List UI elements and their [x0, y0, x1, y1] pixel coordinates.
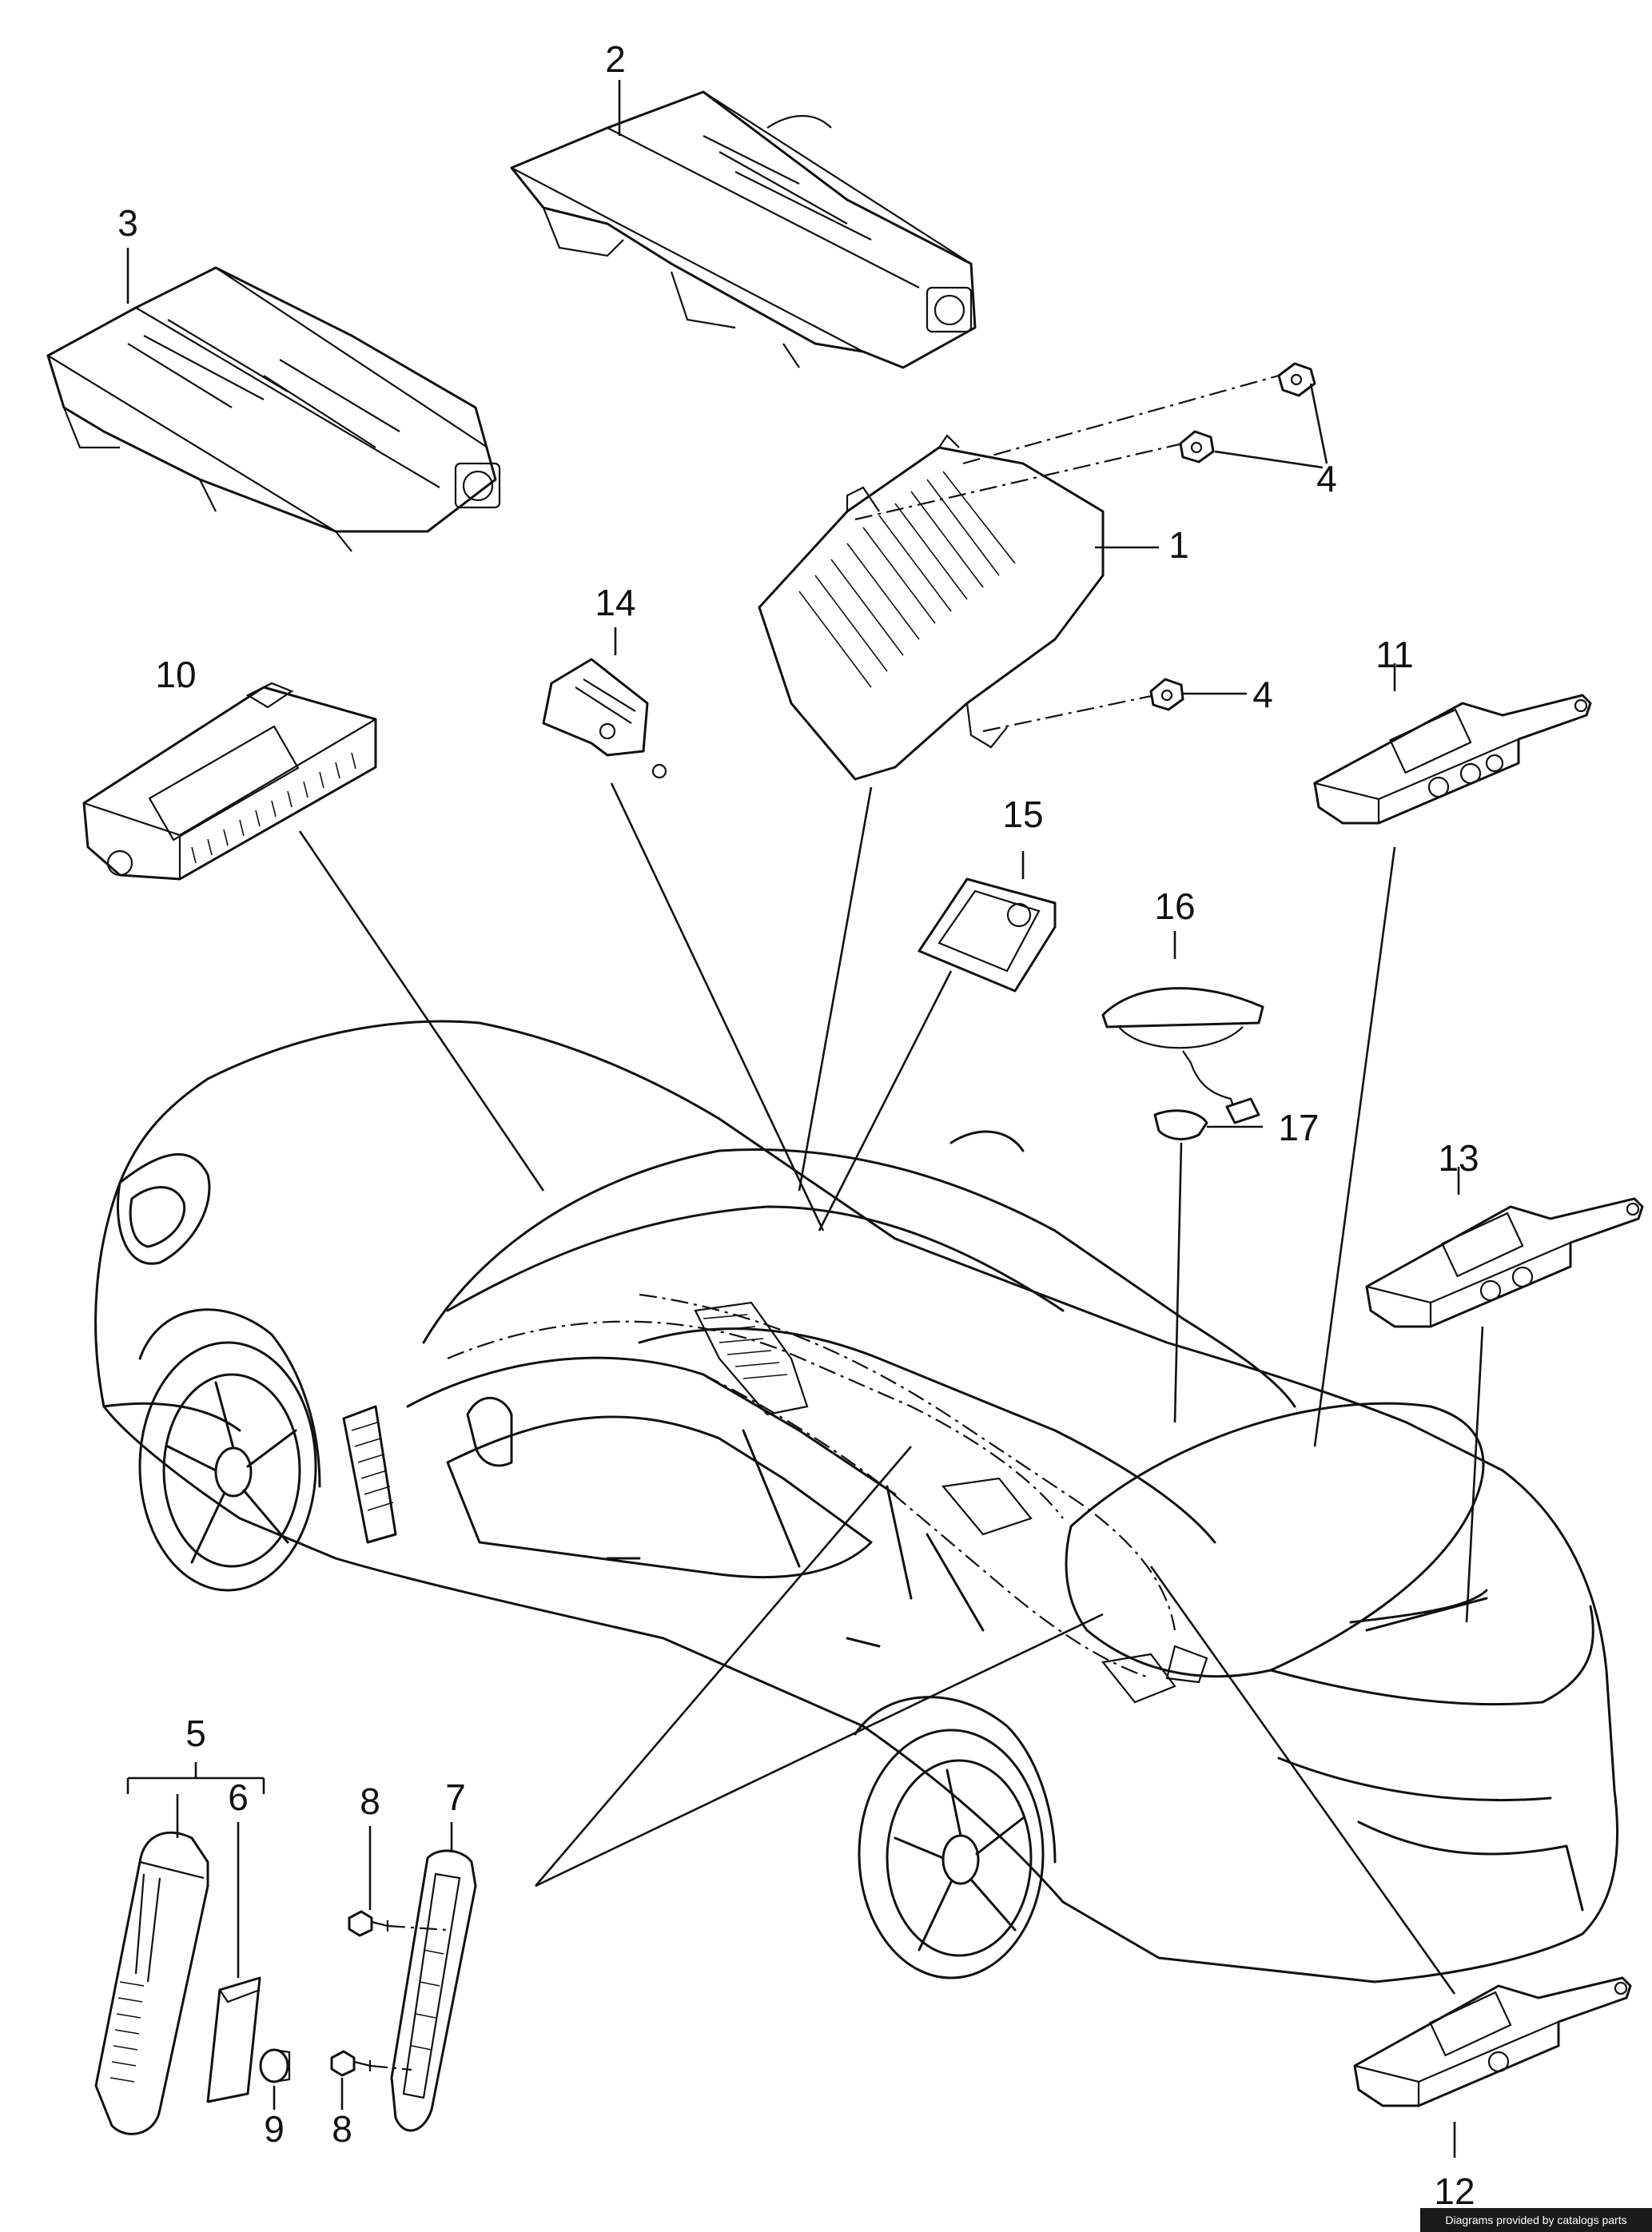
callout-12: 12: [1434, 2170, 1475, 2212]
callout-10: 10: [155, 654, 196, 695]
diagram-credit-badge: Diagrams provided by catalogs parts: [1420, 2208, 1652, 2232]
callout-11: 11: [1375, 634, 1414, 675]
part-14-bracket: 14: [542, 582, 667, 779]
part-6-card: 6: [206, 1776, 261, 2103]
callout-4a: 4: [1316, 458, 1337, 499]
part-16-roof-antenna: 16: [1101, 885, 1264, 1124]
part-5-handset: 5: [94, 1713, 265, 2135]
part-12-module: 12: [1353, 1976, 1632, 2212]
car-outline: [94, 1020, 1619, 1983]
part-10-module: 10: [82, 654, 377, 881]
callout-15: 15: [1002, 794, 1043, 835]
callout-9: 9: [264, 2108, 285, 2150]
part-13-module: 13: [1365, 1137, 1644, 1328]
callout-4b: 4: [1252, 674, 1273, 715]
part-1-amplifier: 1: [758, 374, 1280, 781]
callout-17: 17: [1278, 1107, 1319, 1148]
callout-14: 14: [595, 582, 635, 623]
callout-6: 6: [228, 1776, 249, 1818]
part-7-cradle: 7: [390, 1776, 477, 2132]
callout-1: 1: [1168, 524, 1189, 566]
callout-8b: 8: [332, 2108, 352, 2150]
part-4-nuts: 4 4: [1149, 362, 1337, 715]
callout-7: 7: [445, 1776, 466, 1818]
part-3-burmester-amplifier: 3: [46, 202, 501, 552]
callout-8a: 8: [360, 1780, 380, 1822]
part-15-label-plate: 15: [918, 794, 1057, 993]
part-2-bose-amplifier: 2: [510, 38, 977, 369]
callout-16: 16: [1154, 885, 1195, 927]
callout-3: 3: [117, 202, 138, 244]
callout-13: 13: [1438, 1137, 1479, 1179]
callout-5: 5: [185, 1713, 206, 1754]
part-17-seal: 17: [1153, 1107, 1320, 1148]
part-9-cap: 9: [259, 2048, 291, 2150]
leader-lines: [298, 782, 1484, 1995]
callout-2: 2: [605, 38, 626, 80]
part-11-module: 11: [1313, 634, 1592, 825]
part-8-screws: 8 8: [330, 1780, 448, 2150]
